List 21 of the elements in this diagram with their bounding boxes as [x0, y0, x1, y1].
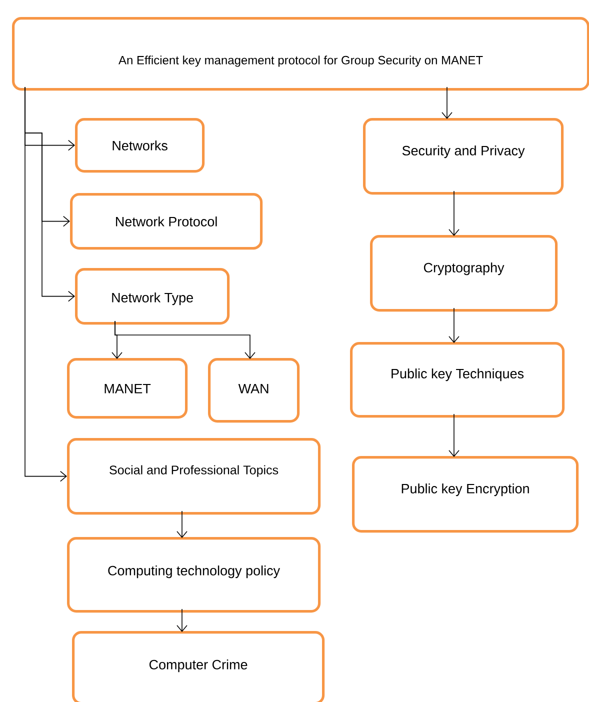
process-box: WAN — [208, 358, 300, 423]
arrow — [442, 86, 452, 119]
arrow — [448, 308, 460, 343]
process-box: An Efficient key management protocol for Group Security on MANET — [12, 17, 589, 91]
arrow — [448, 414, 460, 457]
arrow — [176, 608, 188, 632]
process-box: Public key Encryption — [352, 456, 579, 533]
process-box: Computing technology policy — [67, 537, 321, 613]
process-box: Cryptography — [370, 235, 558, 312]
arrow — [176, 510, 188, 538]
process-box: Network Type — [75, 268, 230, 325]
process-box: Security and Privacy — [363, 118, 564, 195]
process-box: Network Protocol — [70, 193, 263, 250]
process-box: MANET — [67, 358, 188, 419]
process-box: Computer Crime — [72, 631, 325, 702]
process-box: Social and Professional Topics — [67, 438, 321, 515]
arrow — [24, 86, 67, 482]
process-box: Public key Techniques — [350, 342, 565, 418]
arrow — [448, 190, 460, 236]
arrow — [114, 320, 256, 359]
process-box: Networks — [75, 118, 205, 173]
